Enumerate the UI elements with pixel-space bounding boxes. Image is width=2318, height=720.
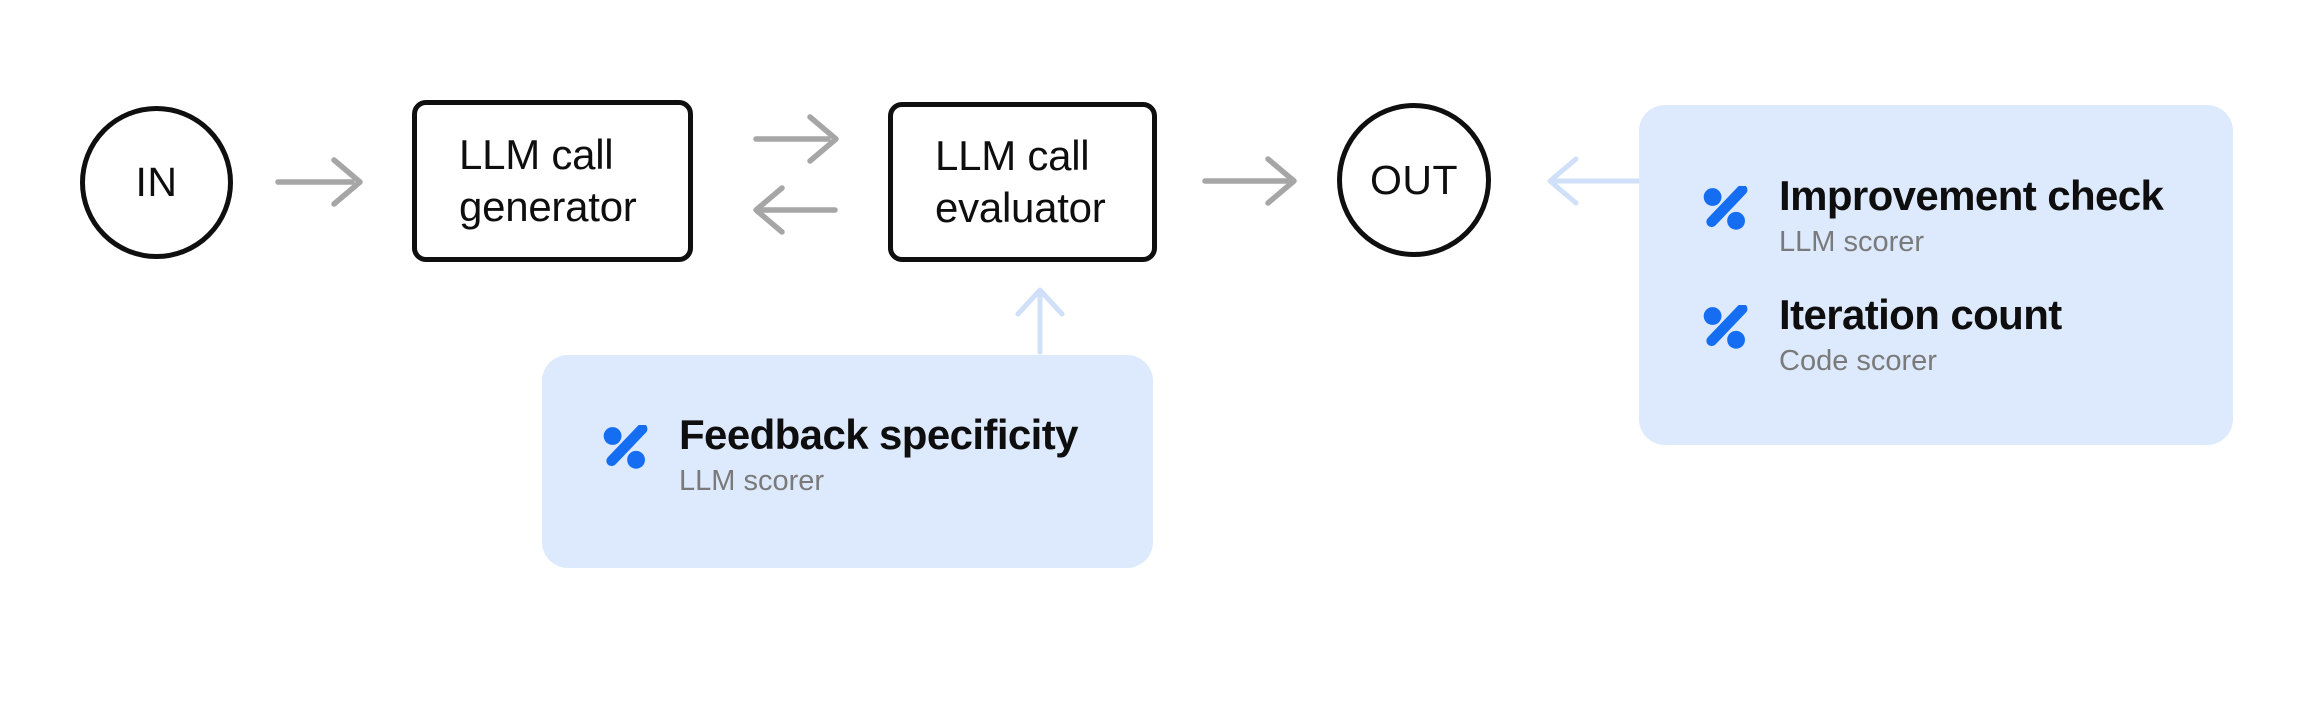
arrow-evaluator-to-output	[1202, 156, 1297, 206]
arrow-output-panel-to-output	[1547, 156, 1643, 206]
output-node: OUT	[1337, 103, 1491, 257]
scorer-row: Feedback specificity LLM scorer	[603, 411, 1153, 498]
scorer-title: Improvement check	[1779, 172, 2164, 219]
scorer-subtitle: LLM scorer	[679, 465, 825, 497]
scorer-text: Improvement check LLM scorer	[1779, 172, 2164, 259]
scorer-text: Iteration count Code scorer	[1779, 291, 2062, 378]
input-node: IN	[80, 106, 233, 259]
scorer-text: Feedback specificity LLM scorer	[679, 411, 1078, 498]
scorer-title: Iteration count	[1779, 291, 2062, 338]
output-scorer-panel: Improvement check LLM scorer Iteration c…	[1639, 105, 2233, 445]
scorer-subtitle: Code scorer	[1779, 345, 1937, 377]
percent-icon	[1703, 305, 1748, 349]
percent-icon	[1703, 186, 1748, 230]
percent-icon	[603, 425, 648, 469]
arrow-evaluator-to-generator	[753, 185, 838, 235]
scorer-row: Iteration count Code scorer	[1703, 291, 2233, 378]
evaluator-node: LLM call evaluator	[888, 102, 1157, 262]
generator-node: LLM call generator	[412, 100, 693, 262]
generator-node-label: LLM call generator	[459, 131, 637, 230]
scorer-subtitle: LLM scorer	[1779, 226, 1925, 258]
feedback-scorer-panel: Feedback specificity LLM scorer	[542, 355, 1153, 568]
scorer-row: Improvement check LLM scorer	[1703, 172, 2233, 259]
output-node-label: OUT	[1369, 156, 1459, 203]
scorer-title: Feedback specificity	[679, 411, 1078, 458]
arrow-feedback-panel-to-evaluator	[1015, 287, 1065, 355]
evaluator-node-label: LLM call evaluator	[935, 132, 1106, 231]
arrow-generator-to-evaluator	[753, 114, 839, 164]
arrow-input-to-generator	[275, 157, 363, 207]
input-node-label: IN	[135, 159, 178, 205]
